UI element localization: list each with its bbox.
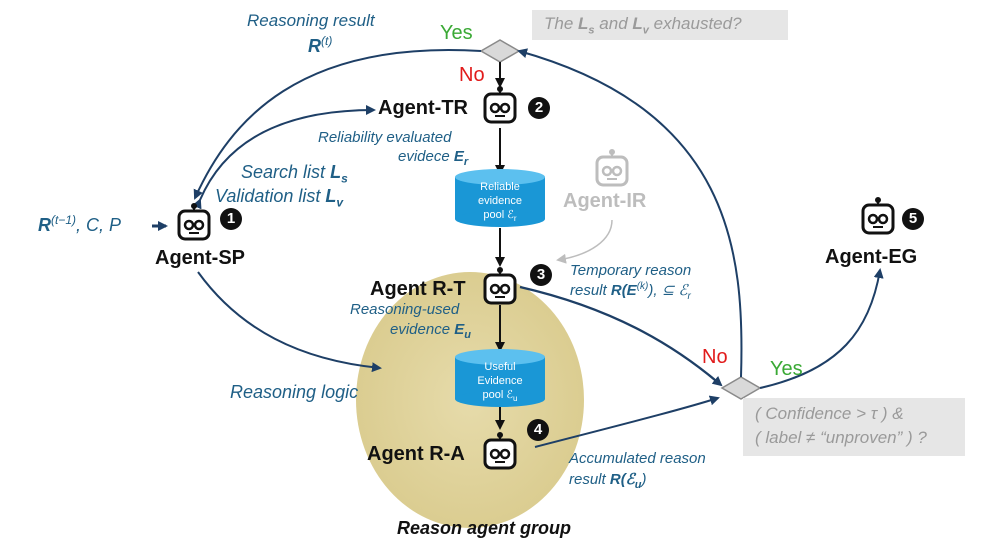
mid-yes-label: Yes [770, 358, 803, 380]
robot-icon-ra [483, 432, 517, 470]
mid-no-label: No [702, 346, 728, 368]
useful-pool-db [455, 349, 545, 407]
search-list-label: Search list Ls [241, 162, 348, 186]
arrow-ra-to-bottomdiamond [534, 395, 720, 448]
top-no-label: No [459, 64, 485, 86]
robot-icon-sp [177, 203, 211, 241]
arrow-rt-to-bottomdiamond [519, 285, 723, 387]
validation-list-label: Validation list Lv [215, 186, 344, 210]
reasoning-logic-label: Reasoning logic [230, 382, 359, 402]
agent-eg-number: 5 [902, 208, 924, 230]
agent-ra-number: 4 [527, 419, 549, 441]
reasoning-used-line1: Reasoning-used [350, 301, 460, 318]
arrow-bottomdiamond-to-topdiamond [517, 48, 743, 378]
agent-sp-label: Agent-SP [155, 247, 245, 269]
agent-rt-label: Agent R-T [370, 278, 466, 300]
bottom-decision-diamond [720, 376, 762, 400]
reliable-pool-db [455, 169, 545, 227]
robot-icon-tr [483, 86, 517, 124]
reasoning-result-symbol: R(t) [308, 34, 333, 56]
agent-ra-label: Agent R-A [367, 443, 465, 465]
confidence-question-line2: ( label ≠ “unproven” ) ? [755, 428, 927, 447]
top-yes-label: Yes [440, 22, 473, 44]
temporary-result-line1: Temporary reason [570, 262, 692, 279]
useful-pool-label: Useful Evidence pool ℰu [477, 361, 523, 404]
top-decision-diamond [479, 39, 521, 63]
reliability-label-line2: evidece Er [398, 148, 469, 168]
robot-icon-rt [483, 267, 517, 305]
arrow-sp-tr-bidirectional [192, 105, 376, 210]
robot-icon-ir [595, 149, 629, 187]
reliability-label-line1: Reliability evaluated [318, 129, 452, 146]
agent-ir-label: Agent-IR [563, 190, 647, 212]
agent-tr-label: Agent-TR [378, 97, 468, 119]
arrow-ir-to-rt [556, 219, 613, 264]
reasoning-used-line2: evidence Eu [390, 321, 471, 341]
arrow-bottomdiamond-to-eg [759, 268, 884, 389]
agent-eg-label: Agent-EG [825, 246, 918, 268]
robot-icon-eg [861, 197, 895, 235]
accumulated-result-line2: result R(ℰu) [569, 471, 647, 491]
exhausted-question-box: The Ls and Lv exhausted? [532, 10, 788, 40]
agent-rt-number: 3 [530, 264, 552, 286]
temporary-result-line2: result R(E(k)), ⊆ ℰr [570, 281, 691, 302]
confidence-question-box: ( Confidence > τ ) & ( label ≠ “unproven… [743, 398, 965, 456]
reasoning-result-label: Reasoning result [247, 11, 375, 30]
agent-sp-number: 1 [220, 208, 242, 230]
reason-group-caption: Reason agent group [397, 518, 572, 538]
arrow-sp-to-group [197, 271, 382, 373]
agent-tr-number: 2 [528, 97, 550, 119]
accumulated-result-line1: Accumulated reason [569, 450, 706, 467]
confidence-question-line1: ( Confidence > τ ) & [755, 404, 904, 423]
reliable-pool-label: Reliable evidence pool ℰr [477, 181, 523, 224]
input-symbols: R(t−1), C, P [38, 213, 122, 235]
